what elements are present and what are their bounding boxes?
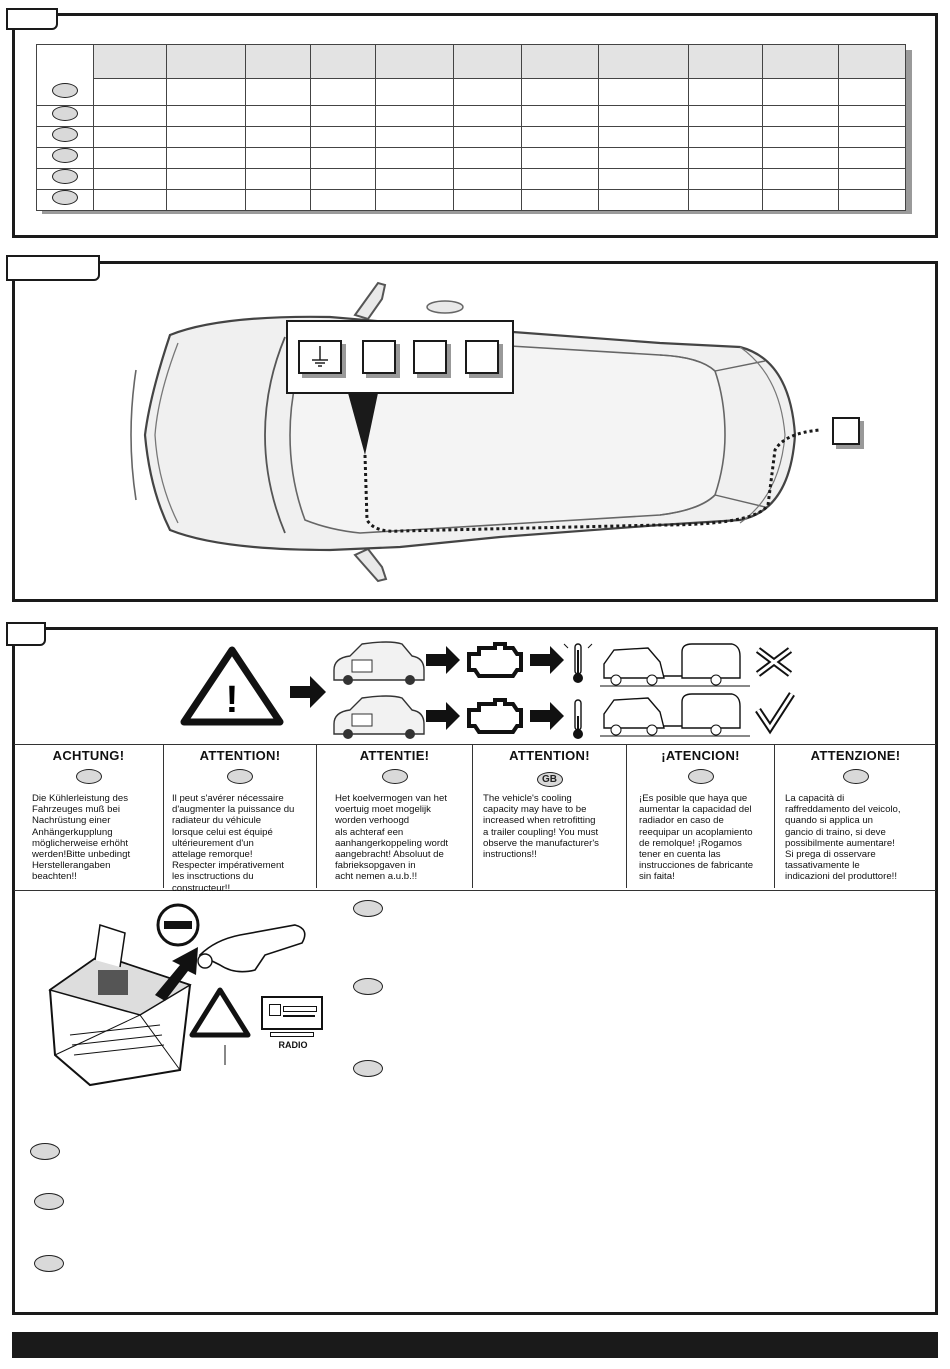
check-mark-icon bbox=[755, 692, 795, 735]
warning-title: ATTENTION! bbox=[199, 748, 281, 763]
table-row bbox=[37, 78, 906, 106]
language-marker bbox=[30, 1143, 60, 1160]
radio-label: RADIO bbox=[278, 1040, 308, 1050]
table-row bbox=[36, 105, 906, 127]
row-marker bbox=[51, 83, 78, 98]
header-cell bbox=[688, 44, 763, 79]
row-marker bbox=[51, 148, 78, 163]
warning-title: ATTENZIONE! bbox=[810, 748, 901, 763]
header-cell bbox=[166, 44, 246, 79]
ground-symbol-box bbox=[298, 340, 342, 374]
warning-title: ¡ATENCION! bbox=[661, 748, 740, 763]
row-marker bbox=[51, 190, 78, 205]
cooling-warning-panel bbox=[12, 627, 938, 1315]
engine-icon bbox=[467, 642, 523, 678]
warning-column-nl: ATTENTIE! Het koelvermogen van het voert… bbox=[317, 745, 473, 888]
wiring-diagram-panel bbox=[12, 261, 938, 602]
language-badge: GB bbox=[536, 772, 563, 787]
fitting-table-panel bbox=[12, 13, 938, 238]
panel-3-tab bbox=[6, 622, 46, 646]
row-marker bbox=[51, 106, 78, 121]
header-cell bbox=[374, 44, 455, 79]
row-marker bbox=[51, 169, 78, 184]
header-cell bbox=[92, 44, 168, 79]
socket-box bbox=[362, 340, 396, 374]
header-cell bbox=[838, 44, 906, 79]
engine-icon bbox=[467, 698, 523, 734]
warning-text: The vehicle's cooling capacity may have … bbox=[483, 793, 599, 861]
row-marker bbox=[51, 127, 78, 142]
language-badge bbox=[227, 769, 253, 784]
warning-title: ATTENTIE! bbox=[359, 748, 430, 763]
car-front-icon bbox=[333, 641, 425, 685]
warning-text: ¡Es posible que haya que aumentar la cap… bbox=[639, 793, 754, 883]
fitting-table bbox=[36, 44, 906, 211]
header-cell bbox=[244, 44, 312, 79]
language-marker bbox=[353, 978, 383, 995]
language-marker bbox=[34, 1193, 64, 1210]
header-cell bbox=[453, 44, 522, 79]
car-with-caravan-icon bbox=[600, 643, 750, 687]
thermometer-icon bbox=[573, 699, 583, 739]
header-cell bbox=[520, 44, 600, 79]
battery-disconnect-illustration bbox=[48, 903, 306, 1087]
header-cell bbox=[310, 44, 376, 79]
language-marker bbox=[34, 1255, 64, 1272]
car-front-icon bbox=[333, 695, 425, 739]
warning-text: Il peut s'avérer nécessaire d'augmenter … bbox=[172, 793, 295, 894]
cooling-illustration: ! bbox=[180, 641, 795, 739]
socket-box bbox=[465, 340, 499, 374]
language-badge bbox=[842, 769, 869, 784]
panel-2-tab bbox=[6, 255, 100, 281]
header-cell bbox=[598, 44, 690, 79]
warning-text: Die Kühlerleistung des Fahrzeuges muß be… bbox=[32, 793, 131, 883]
warning-column-gb: ATTENTION! GB The vehicle's cooling capa… bbox=[473, 745, 627, 888]
footer-bar bbox=[12, 1332, 938, 1358]
table-row bbox=[36, 189, 906, 211]
warning-column-fr: ATTENTION! Il peut s'avérer nécessaire d… bbox=[164, 745, 317, 894]
language-badge bbox=[381, 769, 408, 784]
language-badge bbox=[687, 769, 714, 784]
table-row bbox=[36, 126, 906, 148]
panel-1-tab bbox=[6, 8, 58, 30]
radio-stand bbox=[270, 1032, 314, 1037]
warning-title: ATTENTION! bbox=[509, 748, 590, 763]
thermometer-icon bbox=[563, 643, 593, 683]
table-corner-cell bbox=[36, 44, 94, 106]
warning-column-es: ¡ATENCION! ¡Es posible que haya que aume… bbox=[627, 745, 775, 888]
socket-callout-box bbox=[286, 320, 514, 394]
warning-text: La capacità di raffreddamento del veicol… bbox=[785, 793, 901, 883]
cross-mark-icon bbox=[755, 647, 793, 677]
warning-column-de: ACHTUNG! Die Kühlerleistung des Fahrzeug… bbox=[14, 745, 164, 888]
warning-text: Het koelvermogen van het voertuig moet m… bbox=[335, 793, 449, 883]
header-cell bbox=[761, 44, 840, 79]
svg-text:!: ! bbox=[226, 679, 239, 721]
language-marker bbox=[353, 900, 383, 917]
rear-connector-box bbox=[832, 417, 860, 445]
language-marker bbox=[353, 1060, 383, 1077]
warning-text-row: ACHTUNG! Die Kühlerleistung des Fahrzeug… bbox=[14, 744, 936, 894]
radio-icon bbox=[261, 996, 323, 1030]
table-row bbox=[36, 168, 906, 190]
warning-title: ACHTUNG! bbox=[52, 748, 125, 763]
socket-box bbox=[413, 340, 447, 374]
warning-column-it: ATTENZIONE! La capacità di raffreddament… bbox=[775, 745, 936, 888]
language-badge bbox=[75, 769, 102, 784]
ground-icon bbox=[312, 346, 328, 367]
car-with-caravan-icon bbox=[600, 693, 750, 737]
table-row bbox=[36, 147, 906, 169]
